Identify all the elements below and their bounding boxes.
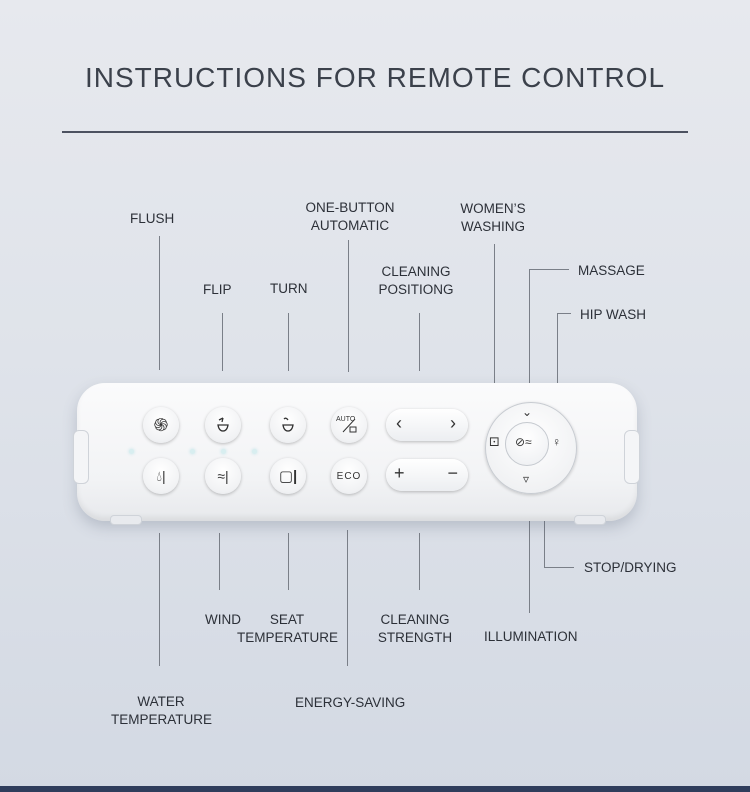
massage-icon[interactable]: ⌄ [522, 405, 533, 419]
leader-flush [159, 236, 160, 370]
auto-slash-icon [342, 418, 357, 433]
turn-lid-icon [282, 417, 294, 432]
label-illumination: ILLUMINATION [484, 629, 578, 644]
label-line: CLEANING [381, 264, 451, 279]
page-title: INSTRUCTIONS FOR REMOTE CONTROL [84, 62, 666, 93]
label-stop-drying: STOP/DRYING [584, 560, 677, 575]
label-water-temperature: WATER TEMPERATURE [111, 693, 213, 729]
stop-drying-icon: ⊘≈ [515, 435, 532, 449]
plus-icon[interactable]: + [394, 463, 405, 483]
label-line: STRENGTH [377, 630, 453, 645]
flip-button[interactable] [205, 407, 241, 443]
eco-button[interactable]: ECO [331, 458, 367, 494]
leader-flip [222, 313, 223, 371]
indicator-light [129, 449, 134, 454]
water-temperature-button[interactable]: 💧︎| [143, 458, 179, 494]
remote-right-clip [624, 430, 640, 484]
leader-womens-washing [494, 244, 495, 434]
label-turn: TURN [270, 281, 308, 296]
water-drop-thermometer-icon: 💧︎| [156, 467, 166, 484]
auto-button[interactable]: AUTO [331, 407, 367, 443]
cleaning-position-rocker[interactable]: ‹ › [386, 409, 468, 441]
wind-button[interactable]: ≈| [205, 458, 241, 494]
remote-right-foot [574, 515, 606, 525]
label-cleaning-strength: CLEANING STRENGTH [365, 611, 465, 647]
label-line: ONE-BUTTON [305, 200, 395, 215]
illumination-icon[interactable]: ▿ [523, 472, 530, 486]
flush-swirl-icon: ֍ [153, 415, 169, 435]
wind-thermometer-icon: ≈| [217, 468, 229, 484]
label-line: TEMPERATURE [111, 712, 213, 727]
leader-water-temperature [159, 533, 160, 666]
leader-hip-wash-h [557, 313, 571, 314]
leader-wind [219, 533, 220, 590]
seat-thermometer-icon: ▢| [278, 468, 298, 485]
leader-massage-h [529, 269, 569, 270]
stop-drying-button[interactable]: ⊘≈ [505, 422, 549, 466]
label-line: POSITIONG [378, 282, 454, 297]
hip-wash-icon[interactable]: ♀ [552, 435, 561, 449]
eco-label: ECO [336, 470, 362, 482]
label-line: WATER [137, 694, 185, 709]
flush-button[interactable]: ֍ [143, 407, 179, 443]
cleaning-strength-rocker[interactable]: + − [386, 459, 468, 491]
flip-seat-icon [217, 417, 229, 432]
seat-temperature-button[interactable]: ▢| [270, 458, 306, 494]
label-line: TEMPERATURE [237, 630, 339, 645]
leader-energy-saving [347, 530, 348, 666]
label-flip: FLIP [203, 282, 232, 297]
label-wind: WIND [205, 612, 241, 627]
bottom-bar [0, 786, 750, 792]
label-energy-saving: ENERGY-SAVING [295, 695, 406, 710]
leader-illumination [529, 495, 530, 613]
chevron-right-icon[interactable]: › [450, 413, 456, 433]
turn-button[interactable] [270, 407, 306, 443]
womens-washing-icon[interactable]: ⚀ [489, 435, 500, 449]
minus-icon[interactable]: − [447, 463, 458, 483]
label-seat-temperature: SEAT TEMPERATURE [237, 611, 339, 647]
leader-seat-temperature [288, 533, 289, 590]
remote-left-clip [73, 430, 89, 484]
remote-left-foot [110, 515, 142, 525]
leader-cleaning-position [419, 313, 420, 371]
auto-icon: AUTO [336, 416, 356, 423]
label-line: SEAT [269, 612, 305, 627]
title-divider [62, 131, 688, 133]
indicator-light [252, 449, 257, 454]
label-line: WASHING [461, 219, 525, 234]
leader-turn [288, 313, 289, 371]
label-hip-wash: HIP WASH [580, 307, 647, 322]
label-one-button-automatic: ONE-BUTTON AUTOMATIC [300, 199, 400, 235]
label-massage: MASSAGE [578, 263, 645, 278]
leader-hip-wash-v [557, 313, 558, 441]
indicator-light [221, 449, 226, 454]
label-line: WOMEN’S [460, 201, 526, 216]
leader-massage-v [529, 269, 530, 406]
leader-auto [348, 240, 349, 372]
leader-stop-drying-h [544, 567, 574, 568]
label-flush: FLUSH [130, 211, 175, 226]
label-cleaning-positiong: CLEANING POSITIONG [366, 263, 466, 299]
label-womens-washing: WOMEN’S WASHING [443, 200, 543, 236]
indicator-light [190, 449, 195, 454]
chevron-left-icon[interactable]: ‹ [396, 413, 402, 433]
label-line: AUTOMATIC [310, 218, 390, 233]
leader-cleaning-strength [419, 533, 420, 590]
label-line: CLEANING [380, 612, 450, 627]
